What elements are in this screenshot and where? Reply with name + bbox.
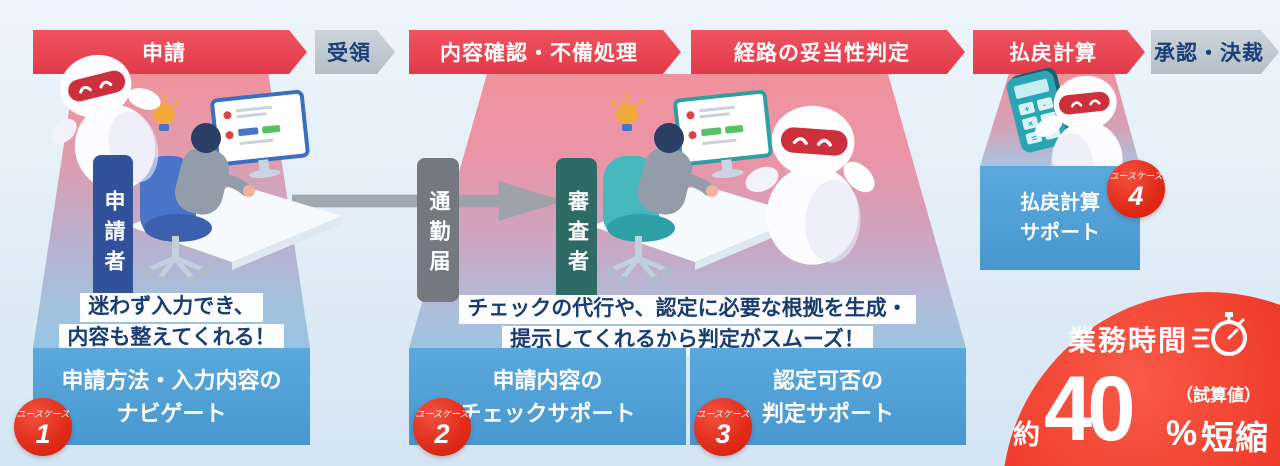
svg-text:+: + <box>1023 103 1031 114</box>
usecase-text: チェックサポート <box>459 400 636 426</box>
usecase-box-1: 申請方法・入力内容の ナビゲート <box>33 348 310 445</box>
usecase-text: 認定可否の <box>772 367 883 393</box>
person-applicant <box>174 123 255 215</box>
flow-step-route-judge: 経路の妥当性判定 <box>691 30 965 74</box>
robot-icon <box>745 105 875 265</box>
usecase-text: 申請内容の <box>492 367 603 393</box>
usecase-text: サポート <box>1020 222 1100 244</box>
usecase-box-4: 払戻計算 サポート <box>980 166 1140 270</box>
lightbulb-icon <box>147 93 181 131</box>
usecase-badge-4: ユースケース 4 <box>1107 160 1165 218</box>
desk <box>591 184 805 262</box>
svg-text:×: × <box>1027 118 1035 129</box>
usecase-badge-3: ユースケース 3 <box>694 398 752 456</box>
callout-line: チェックの代行や、認定に必要な根拠を生成・ <box>459 295 916 324</box>
lightbulb-icon <box>610 93 644 131</box>
callout-examiner: チェックの代行や、認定に必要な根拠を生成・ 提示してくれるから判定がスムーズ！ <box>399 294 976 356</box>
svg-text:-: - <box>1042 99 1047 109</box>
badge-label: ユースケース <box>415 408 469 419</box>
result-suffix: 短縮 <box>1201 419 1269 456</box>
callout-line: 提示してくれるから判定がスムーズ！ <box>502 325 873 355</box>
badge-label: ユースケース <box>1109 170 1163 181</box>
badge-label: ユースケース <box>16 408 70 419</box>
flow-step-approval: 承認・決裁 <box>1151 30 1279 74</box>
usecase-box-2: 申請内容の チェックサポート <box>409 348 686 445</box>
callout-line: 内容も整えてくれる！ <box>59 323 284 353</box>
result-note: （試算値） <box>1176 386 1261 405</box>
badge-label: ユースケース <box>696 408 750 419</box>
role-label-examiner: 審査者 <box>556 158 597 302</box>
svg-text:=: = <box>1030 133 1038 144</box>
usecase-badge-2: ユースケース 2 <box>413 398 471 456</box>
usecase-text: ナビゲート <box>116 400 227 426</box>
badge-number: 1 <box>35 418 51 449</box>
desk <box>128 184 342 262</box>
transfer-document-label: 通勤届 <box>417 158 459 302</box>
flow-step-refund-calc: 払戻計算 <box>973 30 1145 74</box>
monitor-icon <box>210 89 310 179</box>
badge-number: 3 <box>715 418 731 449</box>
usecase-text: 判定サポート <box>761 400 894 426</box>
role-label-applicant: 申請者 <box>93 155 133 305</box>
badge-number: 4 <box>1128 180 1144 211</box>
badge-number: 2 <box>434 418 450 449</box>
flow-step-check: 内容確認・不備処理 <box>409 30 681 74</box>
result-value: 40 <box>1044 358 1136 460</box>
flow-step-receipt: 受領 <box>315 30 395 74</box>
stopwatch-icon <box>1192 312 1247 356</box>
usecase-badge-1: ユースケース 1 <box>14 398 72 456</box>
callout-line: 迷わず入力でき、 <box>80 293 263 322</box>
callout-applicant: 迷わず入力でき、 内容も整えてくれる！ <box>23 292 320 354</box>
person-examiner <box>637 123 718 215</box>
usecase-text: 申請方法・入力内容の <box>61 367 282 393</box>
applicant-desk-illustration <box>128 89 342 286</box>
monitor-icon <box>673 89 773 179</box>
result-approx: 約 <box>1013 420 1040 450</box>
result-title: 業務時間 <box>1068 325 1189 356</box>
usecase-text: 払戻計算 <box>1020 192 1100 214</box>
result-percent: % <box>1166 414 1198 453</box>
examiner-desk-illustration <box>591 89 805 286</box>
